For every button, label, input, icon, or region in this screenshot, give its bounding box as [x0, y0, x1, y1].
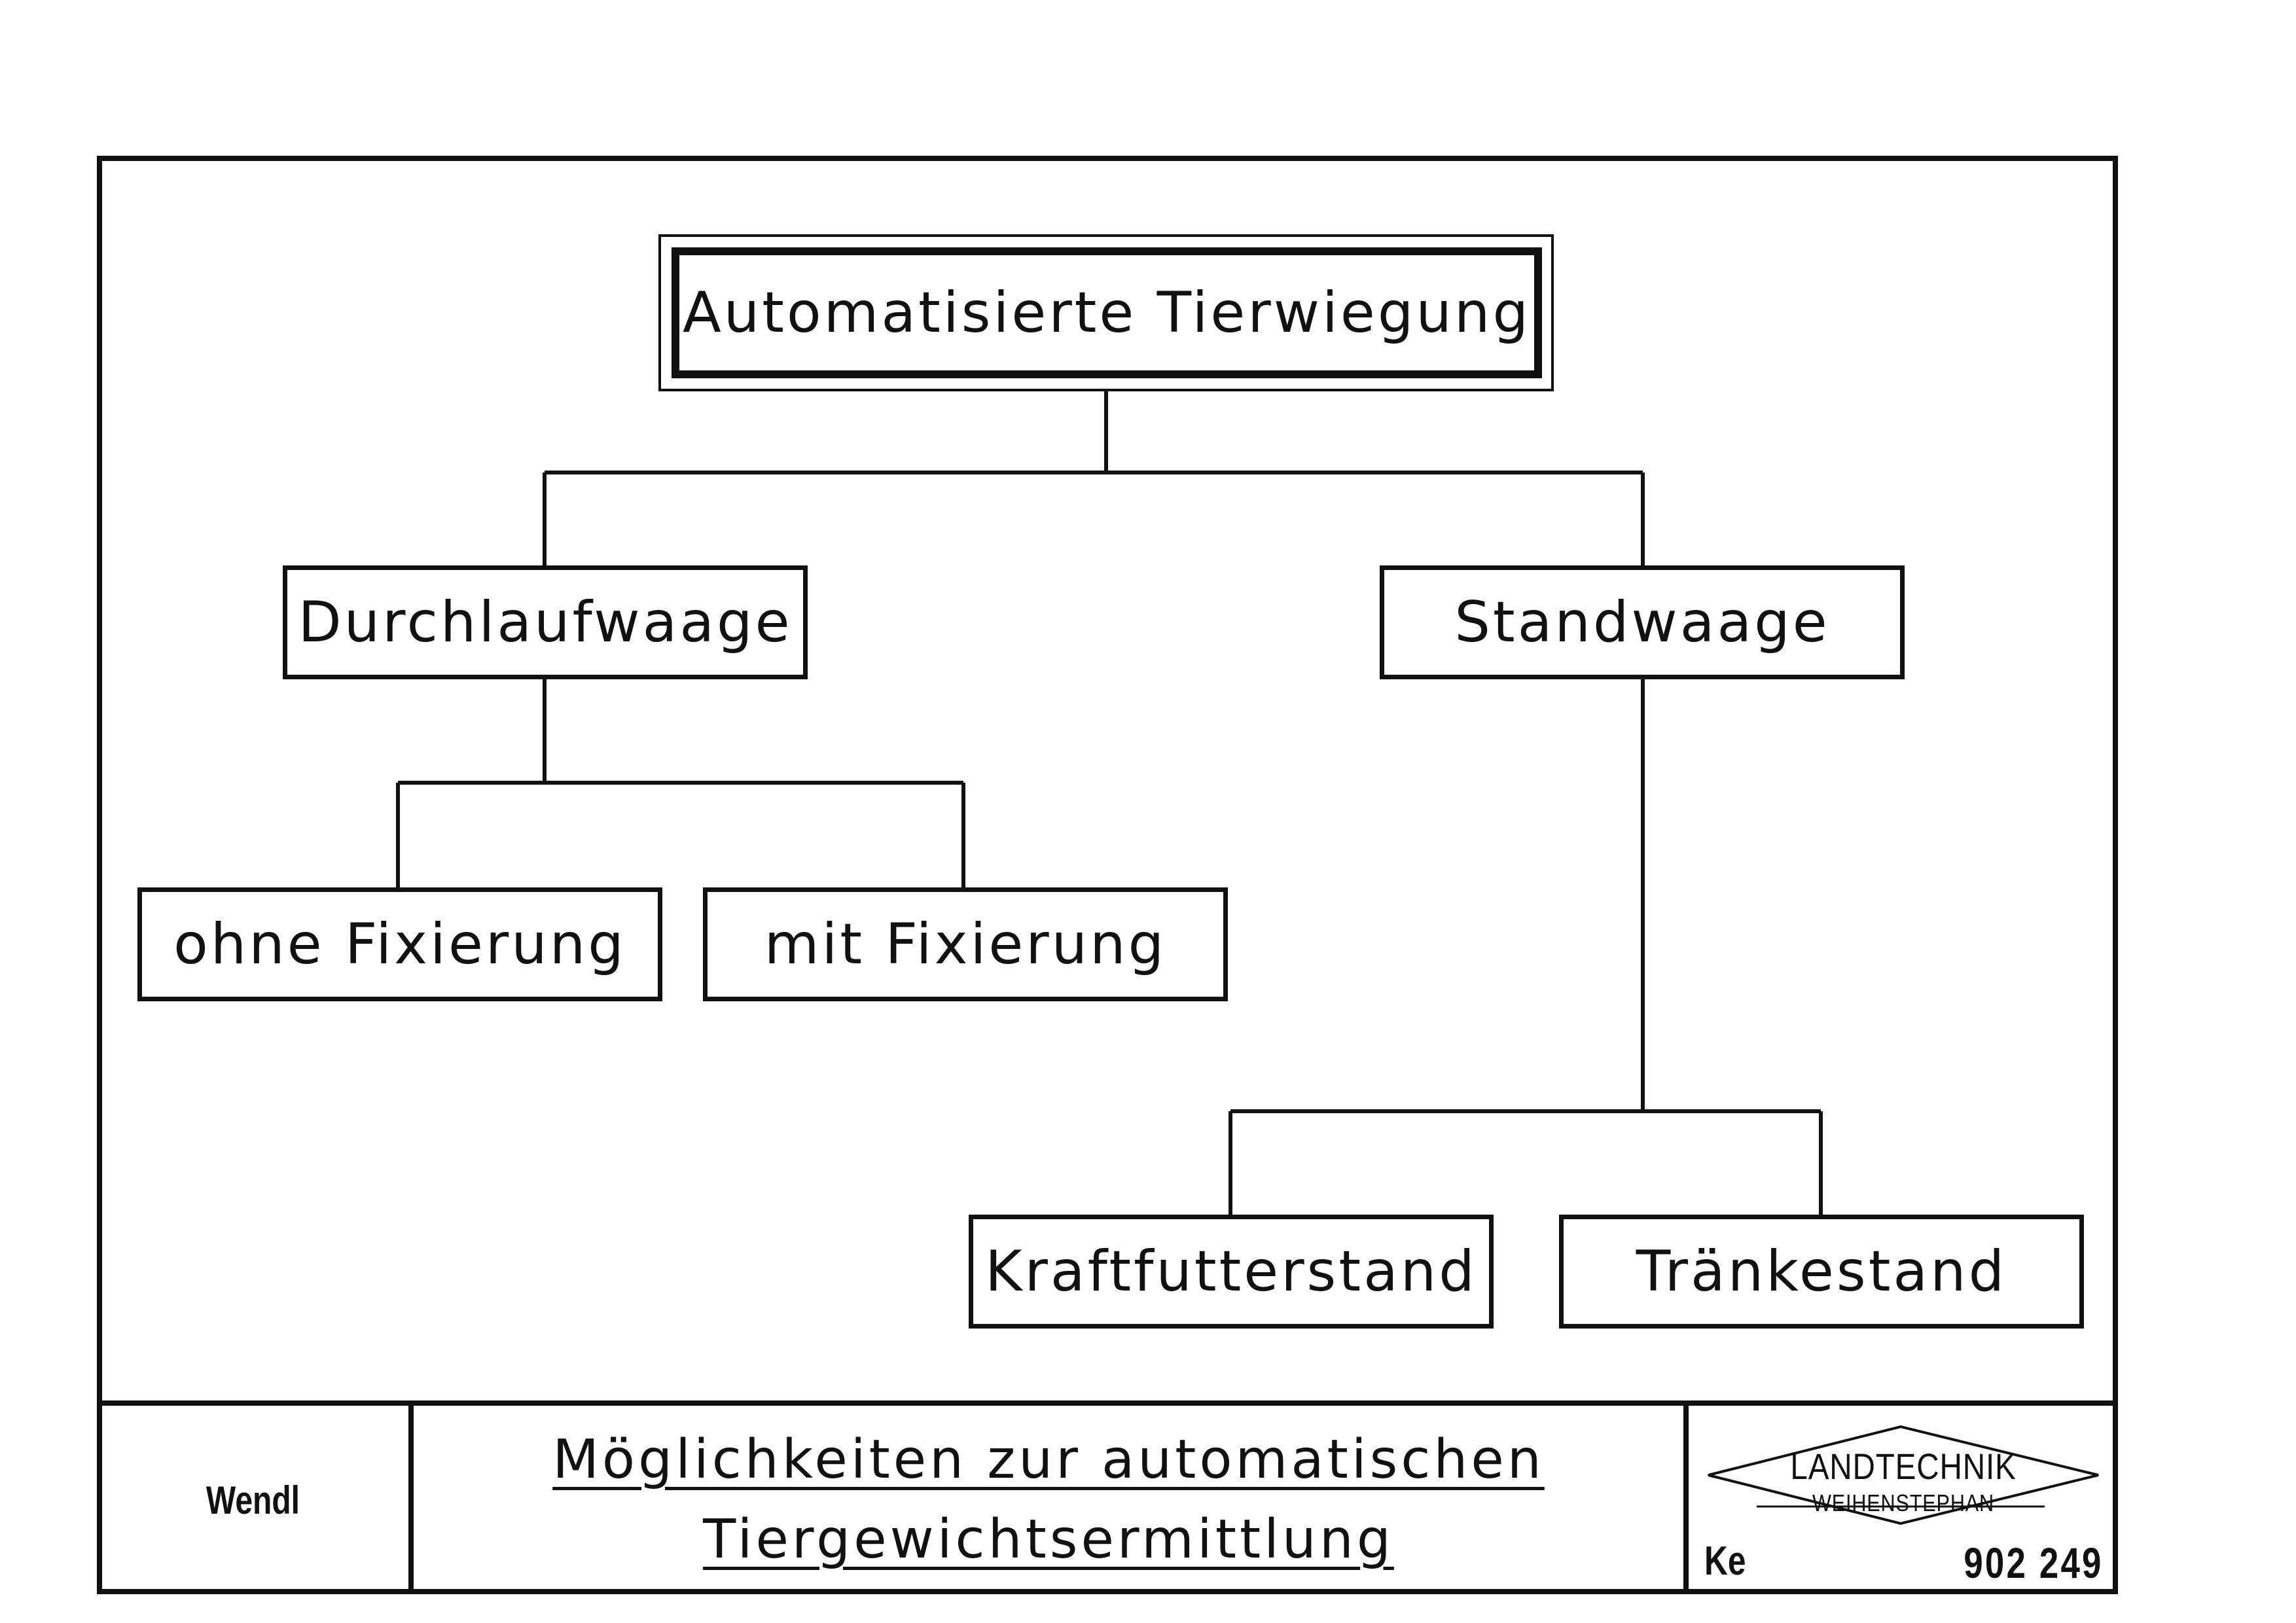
node-mit-fixierung: mit Fixierung [703, 887, 1228, 1001]
title-block-logo-cell: LANDTECHNIK WEIHENSTEPHAN Ke 902 249 [1689, 1406, 2118, 1594]
author-name: Wendl [206, 1478, 300, 1522]
drawing-number: 902 249 [1964, 1539, 2104, 1587]
node-standwaage: Standwaage [1380, 565, 1905, 679]
root-node-label: Automatisierte Tierwiegung [682, 280, 1532, 346]
node-traenkestand: Tränkestand [1559, 1215, 2084, 1329]
node-ohne-fixierung: ohne Fixierung [137, 887, 662, 1001]
title-block: Wendl Möglichkeiten zur automatischen Ti… [97, 1400, 2118, 1594]
logo-text-landtechnik: LANDTECHNIK [1790, 1446, 2017, 1487]
node-durchlaufwaage-label: Durchlaufwaage [298, 590, 793, 655]
node-traenkestand-label: Tränkestand [1636, 1239, 2007, 1304]
node-kraftfutterstand: Kraftfutterstand [969, 1215, 1494, 1329]
drawing-frame [97, 156, 2118, 1594]
node-standwaage-label: Standwaage [1454, 590, 1830, 655]
drawing-code-prefix: Ke [1704, 1539, 1746, 1584]
root-node: Automatisierte Tierwiegung [672, 247, 1542, 378]
drawing-title-line-1: Möglichkeiten zur automatischen [552, 1429, 1545, 1491]
logo-text-weihenstephan: WEIHENSTEPHAN [1812, 1489, 1994, 1516]
node-mit-fixierung-label: mit Fixierung [764, 912, 1167, 977]
title-block-title-cell: Möglichkeiten zur automatischen Tiergewi… [414, 1406, 1689, 1594]
title-block-author-cell: Wendl [97, 1406, 414, 1594]
drawing-title-line-2: Tiergewichtsermittlung [703, 1508, 1394, 1571]
node-kraftfutterstand-label: Kraftfutterstand [985, 1239, 1477, 1304]
node-ohne-fixierung-label: ohne Fixierung [173, 912, 626, 977]
root-node-outer-border [658, 234, 1554, 391]
node-durchlaufwaage: Durchlaufwaage [283, 565, 808, 679]
landtechnik-logo-icon [1708, 1425, 2099, 1525]
